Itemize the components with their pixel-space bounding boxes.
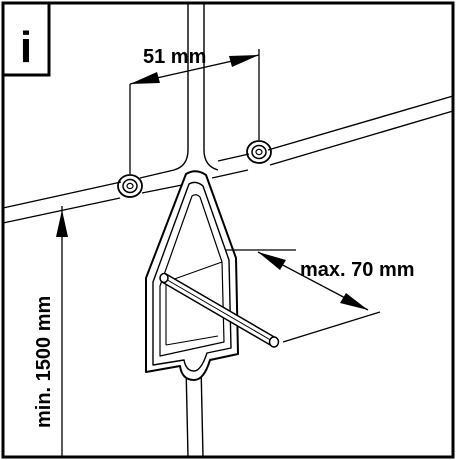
label-spacing: 51 mm [143, 46, 206, 68]
dimension-protrusion [226, 249, 381, 343]
dimension-height [56, 206, 68, 457]
screw-hole-left [117, 174, 143, 198]
info-badge-letter: i [20, 23, 32, 72]
vertical-wall-joint [173, 3, 219, 458]
wall-holder-bracket [145, 170, 239, 381]
screw-hole-right [246, 140, 272, 164]
rod [159, 272, 280, 348]
label-protrusion: max. 70 mm [300, 259, 415, 281]
info-badge: i [1, 1, 51, 77]
label-height: min. 1500 mm [33, 296, 55, 428]
horizontal-wall-joint [2, 95, 454, 224]
dimension-spacing [129, 49, 260, 174]
